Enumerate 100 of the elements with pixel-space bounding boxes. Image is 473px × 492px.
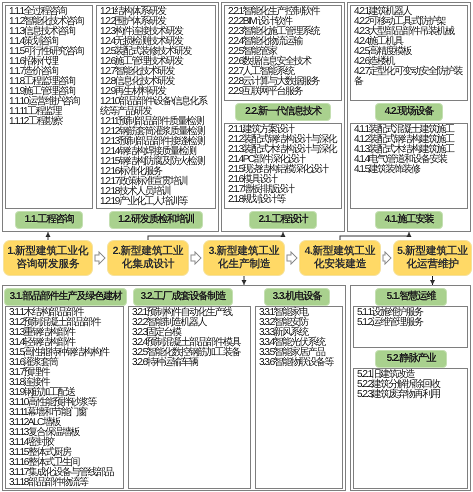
list-item: 2.2.1智能化生产控制软件 bbox=[228, 7, 321, 17]
list-item: 1.2.17政策标准宣贯培训 bbox=[100, 177, 188, 187]
item-list-box bbox=[353, 368, 468, 489]
connector-arrow bbox=[340, 232, 412, 242]
list-item: 3.3.2智能安防 bbox=[259, 318, 310, 328]
list-item: 1.1.1全过程咨询 bbox=[9, 7, 67, 17]
list-item: 1.1.4策划咨询 bbox=[9, 37, 58, 47]
list-item: 1.2.1结构体系研发 bbox=[100, 7, 168, 17]
group-panel bbox=[347, 2, 471, 232]
list-item: 3.1.8连接件 bbox=[9, 378, 50, 388]
list-item: 2.2.6数据信息安全技术 bbox=[228, 57, 312, 67]
list-item: 2.1.2装配式钢结构设计与深化 bbox=[228, 135, 338, 145]
list-item: 2.2.8云计算与大数据服务 bbox=[228, 77, 321, 87]
list-item: 5.2.2建筑分解拆除回收 bbox=[357, 380, 442, 390]
list-item: 2.1.4PC部件深化设计 bbox=[228, 155, 306, 165]
connector-arrow bbox=[242, 274, 246, 286]
item-list-box bbox=[128, 306, 251, 489]
list-item: 1.2.6施工管理技术研发 bbox=[100, 57, 184, 67]
list-item: 4.1.5建筑装饰装修 bbox=[354, 165, 422, 175]
list-item: 1.1.7造价咨询 bbox=[9, 67, 58, 77]
list-item: 4.2.6造楼机 bbox=[354, 57, 395, 67]
list-item: 3.3.3新风系统 bbox=[259, 328, 308, 338]
list-item: 5.1.2运维管理服务 bbox=[357, 318, 424, 328]
list-item: 3.3.6智能物联设备等 bbox=[259, 358, 335, 368]
connector-arrow bbox=[430, 274, 435, 286]
list-item: 5.2.1旧建筑改造 bbox=[357, 370, 415, 380]
list-item: 3.1.11幕墙和节能门窗 bbox=[9, 408, 88, 418]
list-item: 1.2.11预制部品部件质量检测 bbox=[100, 117, 204, 127]
connector-arrow bbox=[46, 232, 50, 242]
list-item: 1.2.4无损检测技术研发 bbox=[100, 37, 184, 47]
stage-box: 3.新型建筑工业化生产制造 bbox=[204, 241, 284, 275]
list-item: 3.1.13复合保温墙板 bbox=[9, 428, 80, 438]
category-label: 2.1.工程设计 bbox=[250, 212, 316, 228]
list-item: 2.1.7墙板排版设计 bbox=[228, 185, 296, 195]
category-label: 5.1.智慧运维 bbox=[376, 289, 446, 305]
list-item: 1.2.13预制部品部件接缝检测 bbox=[100, 137, 206, 147]
list-item: 1.2.5装配式装修技术研发 bbox=[100, 47, 193, 57]
list-item: 4.2.2可移动工具式防护架 bbox=[354, 17, 446, 27]
list-item: 1.2.9再生材料研发 bbox=[100, 87, 166, 97]
category-label: 3.1.部品部件生产及绿色建材 bbox=[5, 289, 126, 305]
list-item: 1.1.5可行性研究咨询 bbox=[9, 47, 85, 57]
list-item: 1.2.16标准化服务 bbox=[100, 167, 162, 177]
list-item: 1.2.3构件连接技术研发 bbox=[100, 27, 184, 37]
list-item: 1.2.15钢结构防腐及防火检测 bbox=[100, 157, 206, 167]
list-item: 4.2.7定型化可变动安全防护装备 bbox=[354, 67, 464, 87]
list-item: 3.1.15整体式厨房 bbox=[9, 448, 71, 458]
list-item: 1.2.19产业化工人培训等 bbox=[100, 197, 188, 207]
list-item: 1.2.18技术人员培训 bbox=[100, 187, 170, 197]
list-item: 3.2.5智能化数控钢筋加工装备 bbox=[132, 348, 242, 358]
list-item: 3.1.3重钢结构部件 bbox=[9, 328, 76, 338]
stage-box: 2.新型建筑工业化集成设计 bbox=[108, 241, 188, 275]
list-item: 1.1.8工程监理咨询 bbox=[9, 77, 76, 87]
list-item: 2.2.9互联网平台服务 bbox=[228, 87, 304, 97]
flow-arrow bbox=[190, 250, 202, 266]
connector-arrow bbox=[148, 232, 286, 242]
list-item: 1.1.11工程监理 bbox=[9, 107, 62, 117]
group-panel bbox=[2, 2, 219, 232]
item-list-box bbox=[353, 306, 468, 348]
list-item: 3.2.4预制混凝土部品部件模具 bbox=[132, 338, 242, 348]
item-list-box bbox=[350, 5, 468, 101]
list-item: 3.1.9钢筋加工配送 bbox=[9, 388, 76, 398]
list-item: 3.1.12ALC墙板 bbox=[9, 418, 60, 428]
list-item: 3.1.17集成化设备与管线部品 bbox=[9, 468, 114, 478]
group-panel bbox=[2, 285, 346, 491]
list-item: 2.1.1建筑方案设计 bbox=[228, 125, 294, 135]
category-label: 2.2.新一代信息技术 bbox=[236, 104, 330, 120]
list-item: 4.1.2装配式钢结构建筑施工 bbox=[354, 135, 456, 145]
item-list-box bbox=[5, 306, 124, 489]
category-label: 4.1.施工安装 bbox=[376, 212, 442, 228]
list-item: 4.2.1建筑机器人 bbox=[354, 7, 412, 17]
item-list-box bbox=[224, 5, 342, 101]
list-item: 1.2.8信息化技术研发 bbox=[100, 77, 176, 87]
list-item: 1.2.10部品部件\设备\信息化系统等产品研发 bbox=[100, 97, 208, 117]
list-item: 2.1.5现浇结构铝模深化设计 bbox=[228, 165, 330, 175]
list-item: 3.3.4智能光伏系统 bbox=[259, 338, 326, 348]
stage-box: 5.新型建筑工业化运营维护 bbox=[394, 241, 471, 275]
list-item: 3.2.1预制构件自动化生产线 bbox=[132, 308, 234, 318]
list-item: 1.2.2围护体系研发 bbox=[100, 17, 166, 27]
list-item: 2.1.6模具设计 bbox=[228, 175, 278, 185]
category-label: 5.2.静脉产业 bbox=[376, 351, 446, 367]
list-item: 4.2.5高精度模板 bbox=[354, 47, 413, 57]
item-list-box bbox=[350, 123, 468, 209]
list-item: 1.2.12钢筋套筒灌浆质量检测 bbox=[100, 127, 206, 137]
category-label: 3.2.工厂成套设备制造 bbox=[134, 289, 232, 305]
list-item: 2.2.5智能管家 bbox=[228, 47, 278, 57]
group-panel bbox=[221, 2, 345, 232]
list-item: 2.2.2BIM 设计软件 bbox=[228, 17, 292, 27]
category-label: 3.3.机电设备 bbox=[265, 289, 329, 305]
item-list-box bbox=[224, 123, 342, 209]
flow-arrow bbox=[94, 250, 106, 266]
list-item: 1.1.6招标代理 bbox=[9, 57, 60, 67]
list-item: 4.1.3装配式木结构建筑施工 bbox=[354, 145, 456, 155]
stage-box: 1.新型建筑工业化咨询研发服务 bbox=[4, 241, 92, 275]
list-item: 1.1.3信息技术咨询 bbox=[9, 27, 76, 37]
list-item: 3.3.1智能家电 bbox=[259, 308, 310, 318]
list-item: 2.2.3智能化施工管理系统 bbox=[228, 27, 321, 37]
list-item: 1.1.10运营维护咨询 bbox=[9, 97, 80, 107]
list-item: 1.2.14钢结构焊接质量检测 bbox=[100, 147, 196, 157]
list-item: 1.1.9施工管理咨询 bbox=[9, 87, 76, 97]
list-item: 4.2.4施工机具 bbox=[354, 37, 404, 47]
